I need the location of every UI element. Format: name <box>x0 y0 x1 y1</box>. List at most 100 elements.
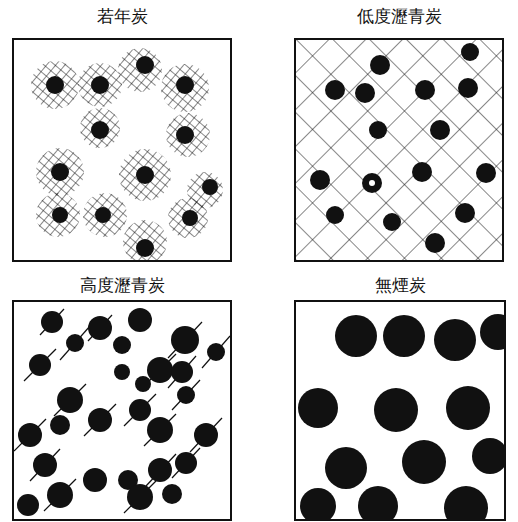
particle <box>113 336 131 354</box>
particle <box>176 126 194 144</box>
particle <box>52 207 68 223</box>
panel-title-row: 若年炭 <box>12 5 232 27</box>
hatch-patch <box>83 193 127 237</box>
anthracite-texture <box>298 314 504 519</box>
hatch-patch <box>123 220 167 260</box>
panel-frame <box>294 300 506 521</box>
particle-highlight <box>369 180 375 186</box>
particle <box>194 423 218 447</box>
particle <box>402 440 446 484</box>
panel-frame <box>12 38 232 262</box>
hatch-patch <box>36 193 80 237</box>
particle <box>88 316 112 340</box>
panel-title: 高度瀝青炭 <box>77 275 168 295</box>
hatch-patch <box>80 108 120 148</box>
particle <box>444 486 488 519</box>
particle <box>95 207 111 223</box>
fibre <box>88 315 112 341</box>
panel-title: 若年炭 <box>94 6 151 26</box>
particle <box>202 179 218 195</box>
particle <box>128 308 152 332</box>
particle <box>207 343 225 361</box>
fibre <box>172 448 200 478</box>
fibre <box>172 380 200 410</box>
particle <box>41 311 63 333</box>
particle <box>325 80 345 100</box>
fibre <box>190 418 222 452</box>
particle <box>135 376 151 392</box>
particle <box>171 326 199 354</box>
coal-panel: 若年炭 <box>12 0 232 262</box>
panel-title: 低度瀝青炭 <box>354 6 445 26</box>
particle <box>136 166 154 184</box>
fibre <box>60 326 90 360</box>
particle <box>57 387 83 413</box>
particle <box>33 453 57 477</box>
young-coal-texture <box>31 48 223 260</box>
particle <box>358 486 398 519</box>
particle <box>17 494 39 516</box>
particle <box>148 458 172 482</box>
fibre <box>168 356 196 388</box>
hatch-field <box>296 40 502 260</box>
fibre <box>168 322 202 358</box>
particle <box>383 315 425 357</box>
hatch-patch <box>78 63 122 107</box>
particle <box>171 361 193 383</box>
panel-frame <box>12 300 232 521</box>
particle <box>355 83 375 103</box>
fibre <box>14 419 46 451</box>
particle <box>412 162 432 182</box>
fibres <box>14 309 230 513</box>
particle <box>175 452 197 474</box>
particle <box>47 482 73 508</box>
particle <box>430 120 450 140</box>
particle <box>325 447 367 489</box>
particle <box>29 354 51 376</box>
particles <box>310 43 496 253</box>
particle <box>370 55 390 75</box>
fibre <box>24 349 56 381</box>
fibre <box>84 404 116 436</box>
particle <box>425 233 445 253</box>
fibre <box>44 479 76 511</box>
coal-panel: 低度瀝青炭 <box>294 0 504 262</box>
fibre <box>202 336 230 368</box>
particle <box>434 319 476 361</box>
particle <box>335 315 377 357</box>
particle <box>51 163 69 181</box>
particle <box>383 213 401 231</box>
particle <box>176 76 194 94</box>
particle <box>129 399 151 421</box>
hatch-patch <box>36 148 84 196</box>
low-bituminous-texture <box>296 40 502 260</box>
hatch-patch <box>31 61 79 109</box>
hatch-patches <box>31 48 223 260</box>
fibre <box>40 309 64 335</box>
particle <box>362 173 382 193</box>
hatch-patch <box>166 113 210 157</box>
particle <box>66 334 84 352</box>
fibre <box>146 454 176 486</box>
particle <box>91 76 109 94</box>
particle <box>147 357 173 383</box>
particles <box>17 308 225 516</box>
fibre <box>54 384 86 416</box>
particle <box>298 388 338 428</box>
fibre <box>144 414 176 446</box>
particle <box>127 484 153 510</box>
particle <box>374 388 418 432</box>
hatch-patch <box>168 198 208 238</box>
hatch-patch <box>161 64 209 112</box>
particle <box>446 386 490 430</box>
coal-panel: 無煙炭 <box>294 274 506 521</box>
hatch-patch <box>119 149 171 201</box>
hatch-patch <box>118 48 162 92</box>
coal-panel: 高度瀝青炭 <box>12 274 232 521</box>
particle <box>476 163 496 183</box>
particle <box>18 423 42 447</box>
particle <box>458 78 478 98</box>
particle <box>136 239 154 257</box>
panel-title-row: 無煙炭 <box>294 274 506 296</box>
